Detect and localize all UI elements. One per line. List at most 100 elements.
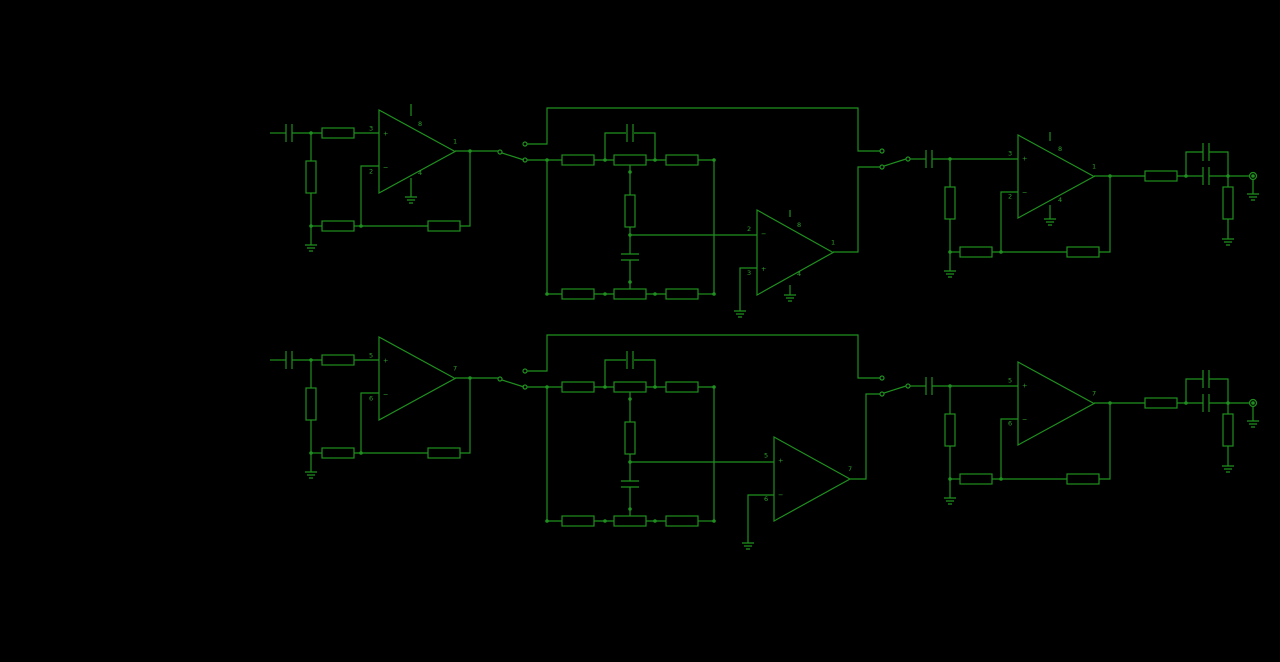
resistor — [613, 288, 647, 300]
capacitor — [285, 351, 293, 369]
junction-dot — [468, 376, 472, 380]
capacitor — [621, 480, 639, 488]
resistor — [624, 194, 636, 228]
resistor — [613, 381, 647, 393]
resistor — [624, 421, 636, 455]
junction-dot — [1108, 174, 1112, 178]
resistor — [321, 220, 355, 232]
input-sign: + — [1022, 381, 1027, 389]
pin-number: 8 — [418, 120, 422, 128]
wire — [546, 387, 562, 522]
pin-number: 5 — [369, 351, 373, 359]
resistor — [665, 154, 699, 166]
input-sign: − — [383, 390, 388, 398]
pin-number: 4 — [1058, 196, 1062, 204]
wire — [1185, 378, 1229, 403]
pin-number: 3 — [747, 269, 751, 277]
junction-dot — [712, 519, 716, 523]
junction-dot — [309, 451, 313, 455]
pin-number: 1 — [831, 239, 835, 247]
wire — [739, 267, 757, 307]
switch-lever — [501, 152, 525, 161]
resistor — [613, 515, 647, 527]
resistor — [665, 381, 699, 393]
junction-dot — [545, 292, 549, 296]
resistor — [944, 186, 956, 220]
junction-dot — [628, 280, 632, 284]
op-amp — [378, 108, 457, 195]
resistor — [321, 127, 355, 139]
pin-number: 8 — [1058, 145, 1062, 153]
op-amp — [773, 435, 852, 523]
switch-contact — [522, 141, 528, 147]
junction-dot — [1251, 174, 1255, 178]
switch-contact — [522, 384, 528, 390]
pin-number: 5 — [1008, 376, 1012, 384]
ground-symbol — [1044, 215, 1056, 226]
input-sign: + — [1022, 154, 1027, 162]
switch-contact — [879, 148, 885, 154]
op-amp — [756, 208, 835, 297]
input-sign: − — [1022, 188, 1027, 196]
pin-number: 4 — [418, 169, 422, 177]
input-sign: − — [778, 491, 783, 499]
resistor — [321, 354, 355, 366]
resistor — [613, 154, 647, 166]
input-sign: + — [383, 356, 388, 364]
resistor — [427, 447, 461, 459]
switch-contact — [497, 376, 503, 382]
pin-number: 1 — [453, 138, 457, 146]
ground-symbol — [734, 307, 746, 318]
wire — [604, 359, 656, 387]
ground-symbol — [944, 494, 956, 505]
wire — [546, 160, 562, 295]
ground-symbol — [1222, 235, 1234, 246]
ground-symbol — [305, 468, 317, 479]
wire — [1185, 151, 1229, 176]
junction-dot — [628, 170, 632, 174]
wire — [1000, 418, 1018, 479]
pin-number: 2 — [1008, 192, 1012, 200]
wire — [460, 151, 471, 227]
resistor — [561, 288, 595, 300]
resistor — [561, 515, 595, 527]
junction-dot — [628, 507, 632, 511]
ground-symbol — [784, 291, 796, 302]
capacitor — [285, 124, 293, 142]
pin-number: 7 — [848, 465, 852, 473]
resistor — [305, 387, 317, 421]
op-amp — [1017, 133, 1096, 220]
resistor — [321, 447, 355, 459]
input-sign: − — [1022, 415, 1027, 423]
resistor — [561, 381, 595, 393]
wire — [360, 165, 379, 226]
resistor — [427, 220, 461, 232]
pin-number: 7 — [453, 365, 457, 373]
pin-number: 8 — [797, 221, 801, 229]
junction-dot — [545, 519, 549, 523]
switch-lever — [883, 158, 907, 167]
junction-dot — [309, 224, 313, 228]
input-sign: − — [383, 163, 388, 171]
junction-dot — [603, 292, 607, 296]
wire — [527, 334, 880, 379]
switch-lever — [883, 385, 907, 394]
resistor — [665, 288, 699, 300]
wire — [527, 107, 880, 152]
ground-symbol — [944, 267, 956, 278]
switch-contact — [879, 375, 885, 381]
resistor — [1144, 170, 1178, 182]
capacitor — [1202, 370, 1210, 388]
resistor — [305, 160, 317, 194]
wire — [360, 392, 379, 453]
junction-dot — [948, 477, 952, 481]
pin-number: 1 — [1092, 163, 1096, 171]
switch-contact — [497, 149, 503, 155]
resistor — [959, 246, 993, 258]
wire — [1099, 403, 1111, 480]
resistor — [1066, 473, 1100, 485]
input-sign: + — [761, 265, 766, 273]
op-amp — [378, 335, 457, 422]
switch-contact — [879, 164, 885, 170]
